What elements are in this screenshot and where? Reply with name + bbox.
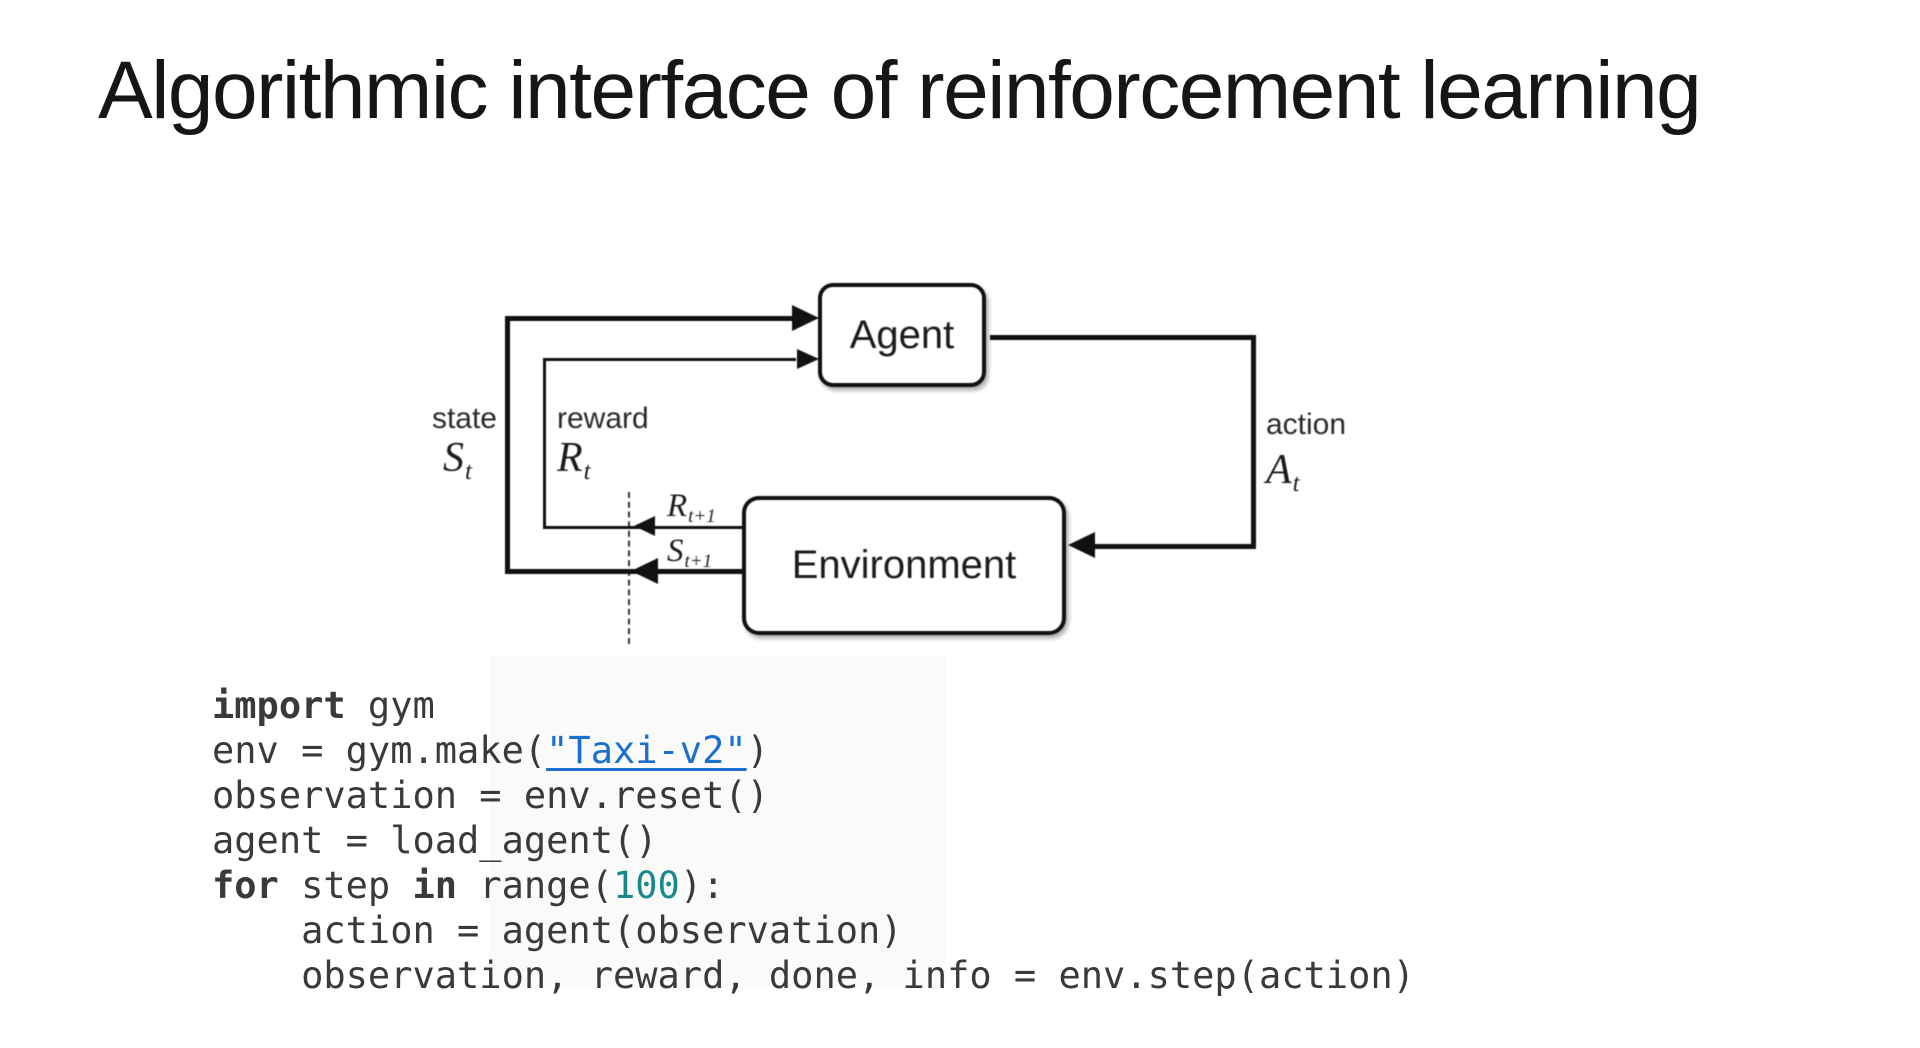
code-line: for step in range(100): (212, 863, 1415, 908)
code-text: env = gym.make( (212, 729, 547, 772)
reward-symbol: Rt (557, 435, 591, 485)
action-line-bottom (1085, 543, 1256, 549)
environment-label: Environment (791, 543, 1017, 587)
state-line-top (505, 315, 792, 321)
agent-box: Agent (818, 283, 986, 387)
code-text: agent = load_agent() (212, 819, 658, 862)
action-label: action (1266, 408, 1347, 441)
state-line-bottom (505, 568, 742, 574)
state-line-vertical (505, 315, 510, 574)
code-text: range( (457, 864, 613, 907)
code-keyword: for (212, 864, 279, 907)
next-state-symbol: St+1 (667, 533, 713, 572)
next-reward-symbol: Rt+1 (667, 488, 716, 527)
code-line: agent = load_agent() (212, 818, 1415, 863)
state-label: state (431, 402, 497, 435)
code-text: observation, reward, done, info = env.st… (212, 954, 1415, 997)
arrowhead-left-icon (1068, 532, 1095, 558)
code-text: step (278, 864, 413, 907)
arrowhead-left-icon (634, 516, 655, 536)
action-symbol: At (1266, 447, 1300, 497)
code-line: observation = env.reset() (212, 773, 1415, 818)
arrowhead-left-icon (631, 558, 658, 584)
slide-title: Algorithmic interface of reinforcement l… (98, 45, 1702, 136)
environment-box: Environment (742, 496, 1066, 635)
code-keyword: import (212, 684, 346, 727)
code-text: ): (679, 864, 725, 907)
code-line: import gym (212, 683, 1415, 728)
code-number: 100 (612, 864, 680, 907)
code-line: env = gym.make("Taxi-v2") (212, 728, 1415, 773)
reward-line-vertical (543, 357, 546, 529)
agent-label: Agent (849, 312, 955, 357)
code-text: action = agent(observation) (212, 909, 903, 952)
code-keyword: in (412, 864, 458, 907)
arrowhead-right-icon (797, 349, 819, 369)
arrowhead-right-icon (792, 305, 819, 331)
code-text: ) (746, 729, 769, 772)
taxi-v2-link[interactable]: "Taxi-v2" (546, 729, 747, 772)
reward-label: reward (557, 402, 649, 435)
reward-line-top (543, 357, 796, 361)
code-line: action = agent(observation) (212, 908, 1415, 953)
action-line-vertical (1251, 334, 1256, 549)
code-text: gym (345, 684, 435, 727)
code-line: observation, reward, done, info = env.st… (212, 953, 1415, 998)
code-text: observation = env.reset() (212, 774, 769, 817)
state-symbol: St (443, 435, 472, 485)
time-boundary-dashed-line (628, 492, 630, 644)
code-background (490, 655, 946, 987)
action-line-top (990, 334, 1256, 340)
